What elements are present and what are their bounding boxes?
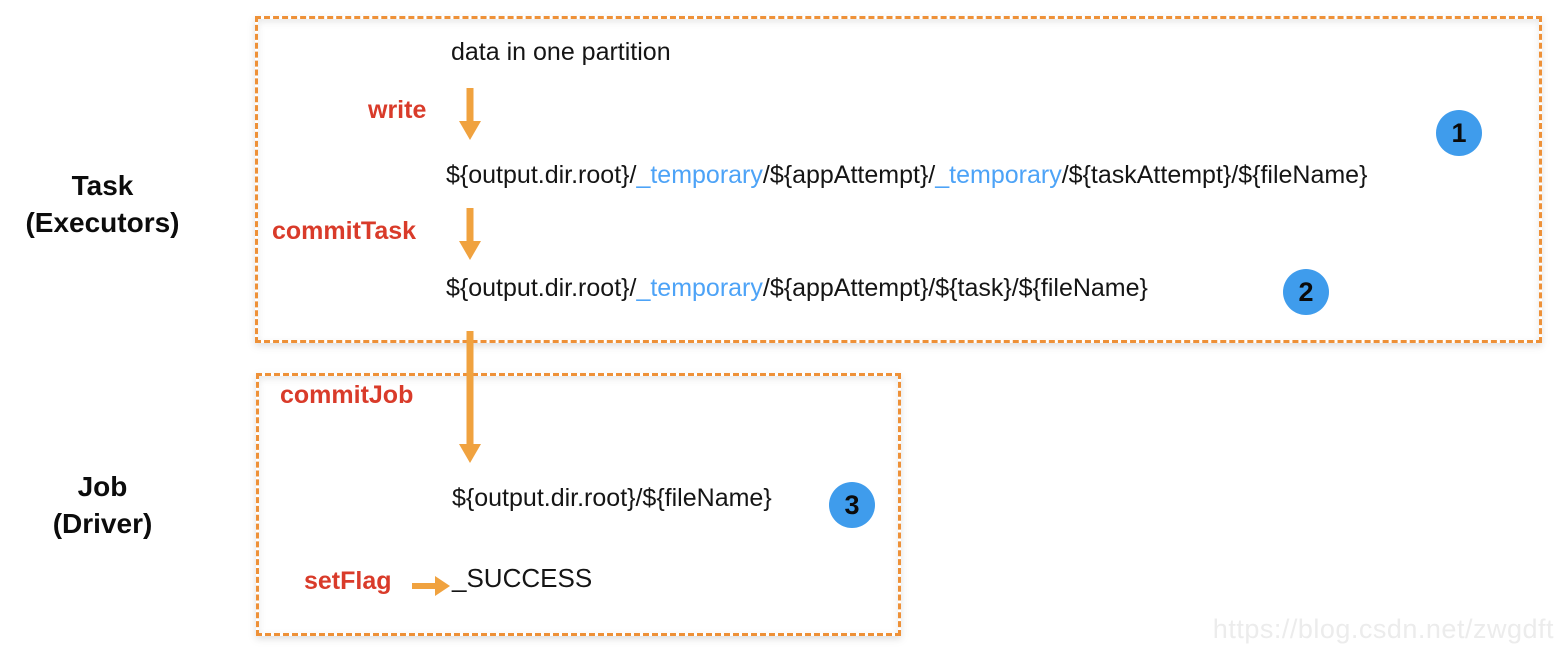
job-label-line2: (Driver) — [52, 508, 153, 539]
commit-task-down-arrow-icon — [459, 208, 481, 260]
job-driver-label: Job (Driver) — [0, 468, 205, 542]
path-job-output: ${output.dir.root}/${fileName} — [452, 484, 772, 513]
path-task-committed: ${output.dir.root}/_temporary/${appAttem… — [446, 274, 1148, 303]
partition-data-label: data in one partition — [451, 38, 671, 66]
path-task-attempt: ${output.dir.root}/_temporary/${appAttem… — [446, 161, 1367, 190]
path2-segment: ${output.dir.root}/ — [446, 274, 637, 302]
path1-segment: ${output.dir.root}/ — [446, 161, 637, 189]
task-label-line2: (Executors) — [25, 207, 180, 238]
path1-temporary-segment: _temporary — [935, 161, 1062, 189]
success-flag-label: _SUCCESS — [452, 563, 593, 593]
task-box — [255, 16, 1542, 343]
step-3-badge: 3 — [829, 482, 875, 528]
path2-segment: /${appAttempt}/${task}/${fileName} — [762, 274, 1148, 302]
task-executors-label: Task (Executors) — [0, 167, 205, 241]
path3-segment: ${output.dir.root}/${fileName} — [452, 484, 772, 512]
path1-segment: /${taskAttempt}/${fileName} — [1061, 161, 1368, 189]
set-flag-label: setFlag — [304, 567, 392, 595]
commit-job-down-arrow-icon — [459, 331, 481, 463]
step-1-badge: 1 — [1436, 110, 1482, 156]
commit-job-label: commitJob — [280, 381, 414, 409]
set-flag-right-arrow-icon — [412, 576, 450, 596]
path1-segment: /${appAttempt}/ — [762, 161, 936, 189]
path2-temporary-segment: _temporary — [636, 274, 763, 302]
path1-temporary-segment: _temporary — [636, 161, 763, 189]
watermark: https://blog.csdn.net/zwgdft — [1212, 614, 1554, 644]
job-box — [256, 373, 901, 636]
step-2-badge: 2 — [1283, 269, 1329, 315]
write-label: write — [368, 96, 427, 124]
write-down-arrow-icon — [459, 88, 481, 140]
commit-task-label: commitTask — [272, 217, 417, 245]
job-label-line1: Job — [77, 471, 128, 502]
task-label-line1: Task — [71, 170, 134, 201]
